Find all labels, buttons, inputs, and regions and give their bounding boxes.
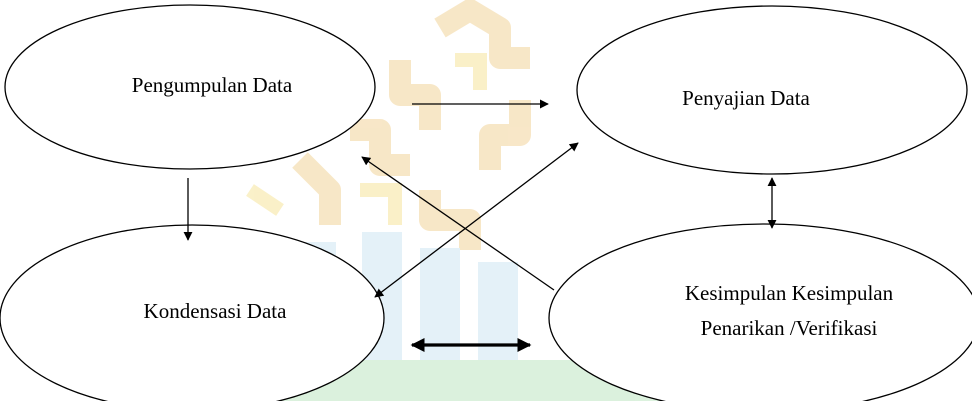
node-penyajian-data: Penyajian Data xyxy=(576,5,968,175)
node-label: Pengumpulan Data xyxy=(132,73,293,97)
node-shape xyxy=(548,223,972,401)
arrow-kondensasi-penyajian-bidirectional xyxy=(374,142,579,298)
node-label: Kondensasi Data xyxy=(144,299,288,323)
node-kesimpulan: Kesimpulan Kesimpulan Penarikan /Verifik… xyxy=(548,223,972,401)
node-kondensasi-data: Kondensasi Data xyxy=(0,224,385,401)
node-shape xyxy=(4,4,376,170)
node-shape xyxy=(0,224,385,401)
node-shape xyxy=(576,5,968,175)
arrow-kesimpulan-to-pengumpulan xyxy=(361,156,555,291)
node-label-line2: Penarikan /Verifikasi xyxy=(701,316,878,340)
node-pengumpulan-data: Pengumpulan Data xyxy=(4,4,376,170)
node-label-line1: Kesimpulan Kesimpulan xyxy=(685,281,894,305)
node-label: Penyajian Data xyxy=(682,86,810,110)
